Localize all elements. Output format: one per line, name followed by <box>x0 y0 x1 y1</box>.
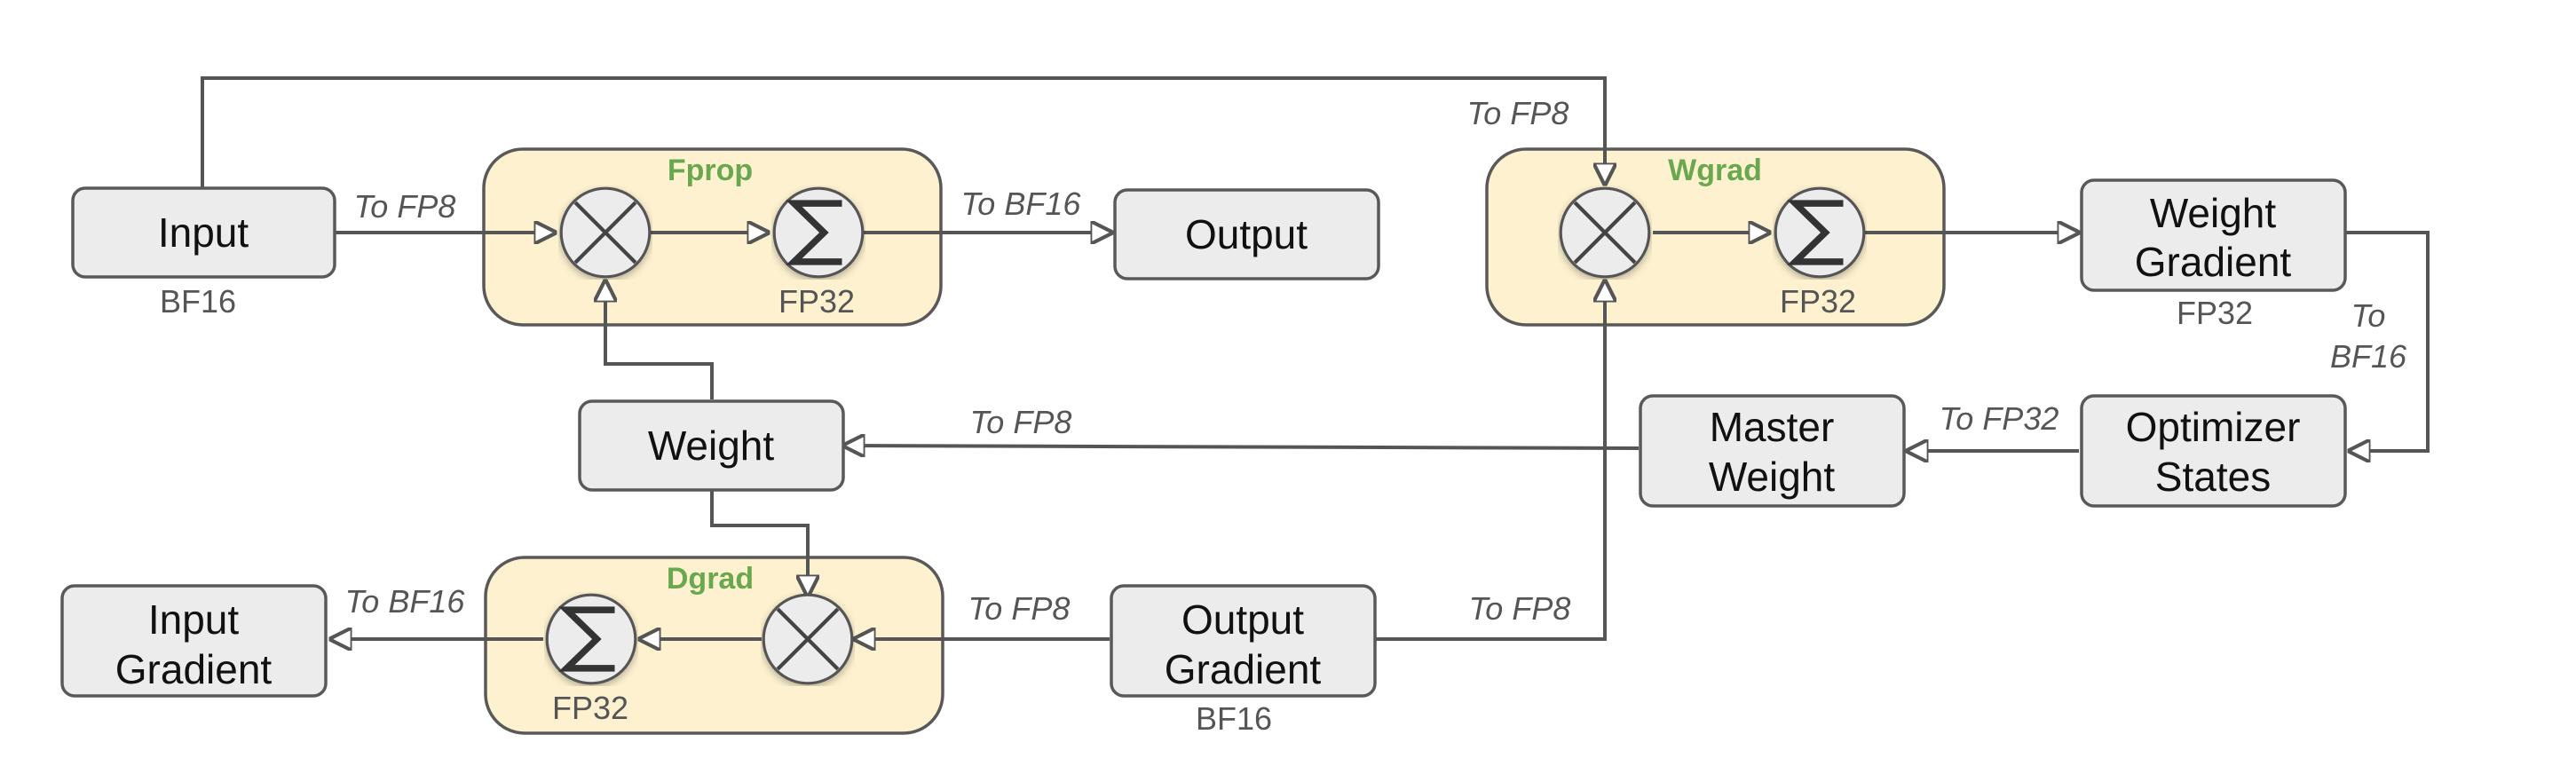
output-gradient-label-line2: Gradient <box>1165 646 1322 692</box>
input-gradient-label-line1: Input <box>148 596 240 643</box>
dgrad-multiply-icon <box>763 595 852 683</box>
optimizer-states-label-line1: Optimizer <box>2126 404 2301 450</box>
dgrad-stage-title: Dgrad <box>667 562 754 596</box>
fprop-stage: Fprop <box>482 147 943 327</box>
input-to-wgrad-edge-label: To FP8 <box>1467 95 1569 131</box>
edge-input-to-wgrad-multiply <box>201 76 1605 188</box>
input-node: Input <box>71 186 336 279</box>
input-dtype-label: BF16 <box>160 283 236 320</box>
fprop-to-output-edge-label: To BF16 <box>961 186 1082 222</box>
master-weight-label-line2: Weight <box>1709 454 1836 500</box>
weight-node-box <box>578 399 845 492</box>
input-node-box <box>71 186 336 279</box>
weight-gradient-to-optimizer-edge-label-line1: To <box>2351 297 2386 334</box>
master-to-weight-edge-label: To FP8 <box>970 404 1072 440</box>
output-gradient-to-dgrad-edge-label: To FP8 <box>968 590 1071 627</box>
weight-gradient-to-optimizer-edge-label-line2: BF16 <box>2330 338 2407 375</box>
wgrad-sigma-icon <box>1775 188 1864 277</box>
master-weight-node: Master Weight <box>1639 394 1906 508</box>
input-to-fprop-edge-label: To FP8 <box>354 188 456 225</box>
edge-weight-gradient-to-optimizer <box>2345 231 2430 451</box>
optimizer-to-master-edge-label: To FP32 <box>1940 400 2059 437</box>
fprop-sigma-icon <box>774 188 863 277</box>
output-gradient-to-wgrad-edge-label: To FP8 <box>1469 590 1571 627</box>
edge-weight-to-fprop-multiply <box>605 280 714 399</box>
optimizer-states-label-line2: States <box>2155 454 2271 500</box>
output-gradient-label-line1: Output <box>1181 596 1304 643</box>
optimizer-states-node: Optimizer States <box>2080 394 2347 508</box>
connectors <box>201 76 2430 641</box>
output-gradient-node: Output Gradient <box>1110 584 1377 698</box>
weight-gradient-node: Weight Gradient <box>2080 178 2347 292</box>
optimizer-states-node-box <box>2080 394 2347 508</box>
master-weight-node-box <box>1639 394 1906 508</box>
output-gradient-node-box <box>1110 584 1377 698</box>
output-node-box <box>1113 188 1380 280</box>
weight-node-label: Weight <box>648 423 775 469</box>
input-node-label: Input <box>158 209 249 256</box>
wgrad-sum-dtype-label: FP32 <box>1780 283 1856 320</box>
fprop-multiply-icon <box>561 188 650 277</box>
edge-master-weight-to-weight <box>843 446 1640 448</box>
weight-node: Weight <box>578 399 845 492</box>
input-gradient-label-line2: Gradient <box>115 646 273 692</box>
wgrad-multiply-icon <box>1561 188 1649 277</box>
weight-gradient-node-box <box>2080 178 2347 292</box>
wgrad-stage: Wgrad <box>1485 147 1946 327</box>
edge-output-gradient-to-wgrad-multiply <box>1375 280 1605 641</box>
wgrad-stage-title: Wgrad <box>1668 154 1762 187</box>
input-gradient-node-box <box>60 584 328 698</box>
fprop-sum-dtype-label: FP32 <box>778 283 855 320</box>
weight-gradient-label-line1: Weight <box>2150 190 2277 236</box>
output-node-label: Output <box>1185 211 1308 257</box>
dgrad-sum-dtype-label: FP32 <box>552 690 628 726</box>
edge-weight-to-dgrad-multiply <box>710 490 808 596</box>
input-gradient-node: Input Gradient <box>60 584 328 698</box>
fprop-stage-title: Fprop <box>668 154 753 187</box>
master-weight-label-line1: Master <box>1710 404 1835 450</box>
dgrad-to-input-gradient-edge-label: To BF16 <box>345 583 466 620</box>
weight-gradient-dtype-label: FP32 <box>2177 295 2253 331</box>
weight-gradient-label-line2: Gradient <box>2135 239 2292 285</box>
output-gradient-dtype-label: BF16 <box>1196 700 1272 737</box>
output-node: Output <box>1113 188 1380 280</box>
dgrad-sigma-icon <box>547 595 636 683</box>
